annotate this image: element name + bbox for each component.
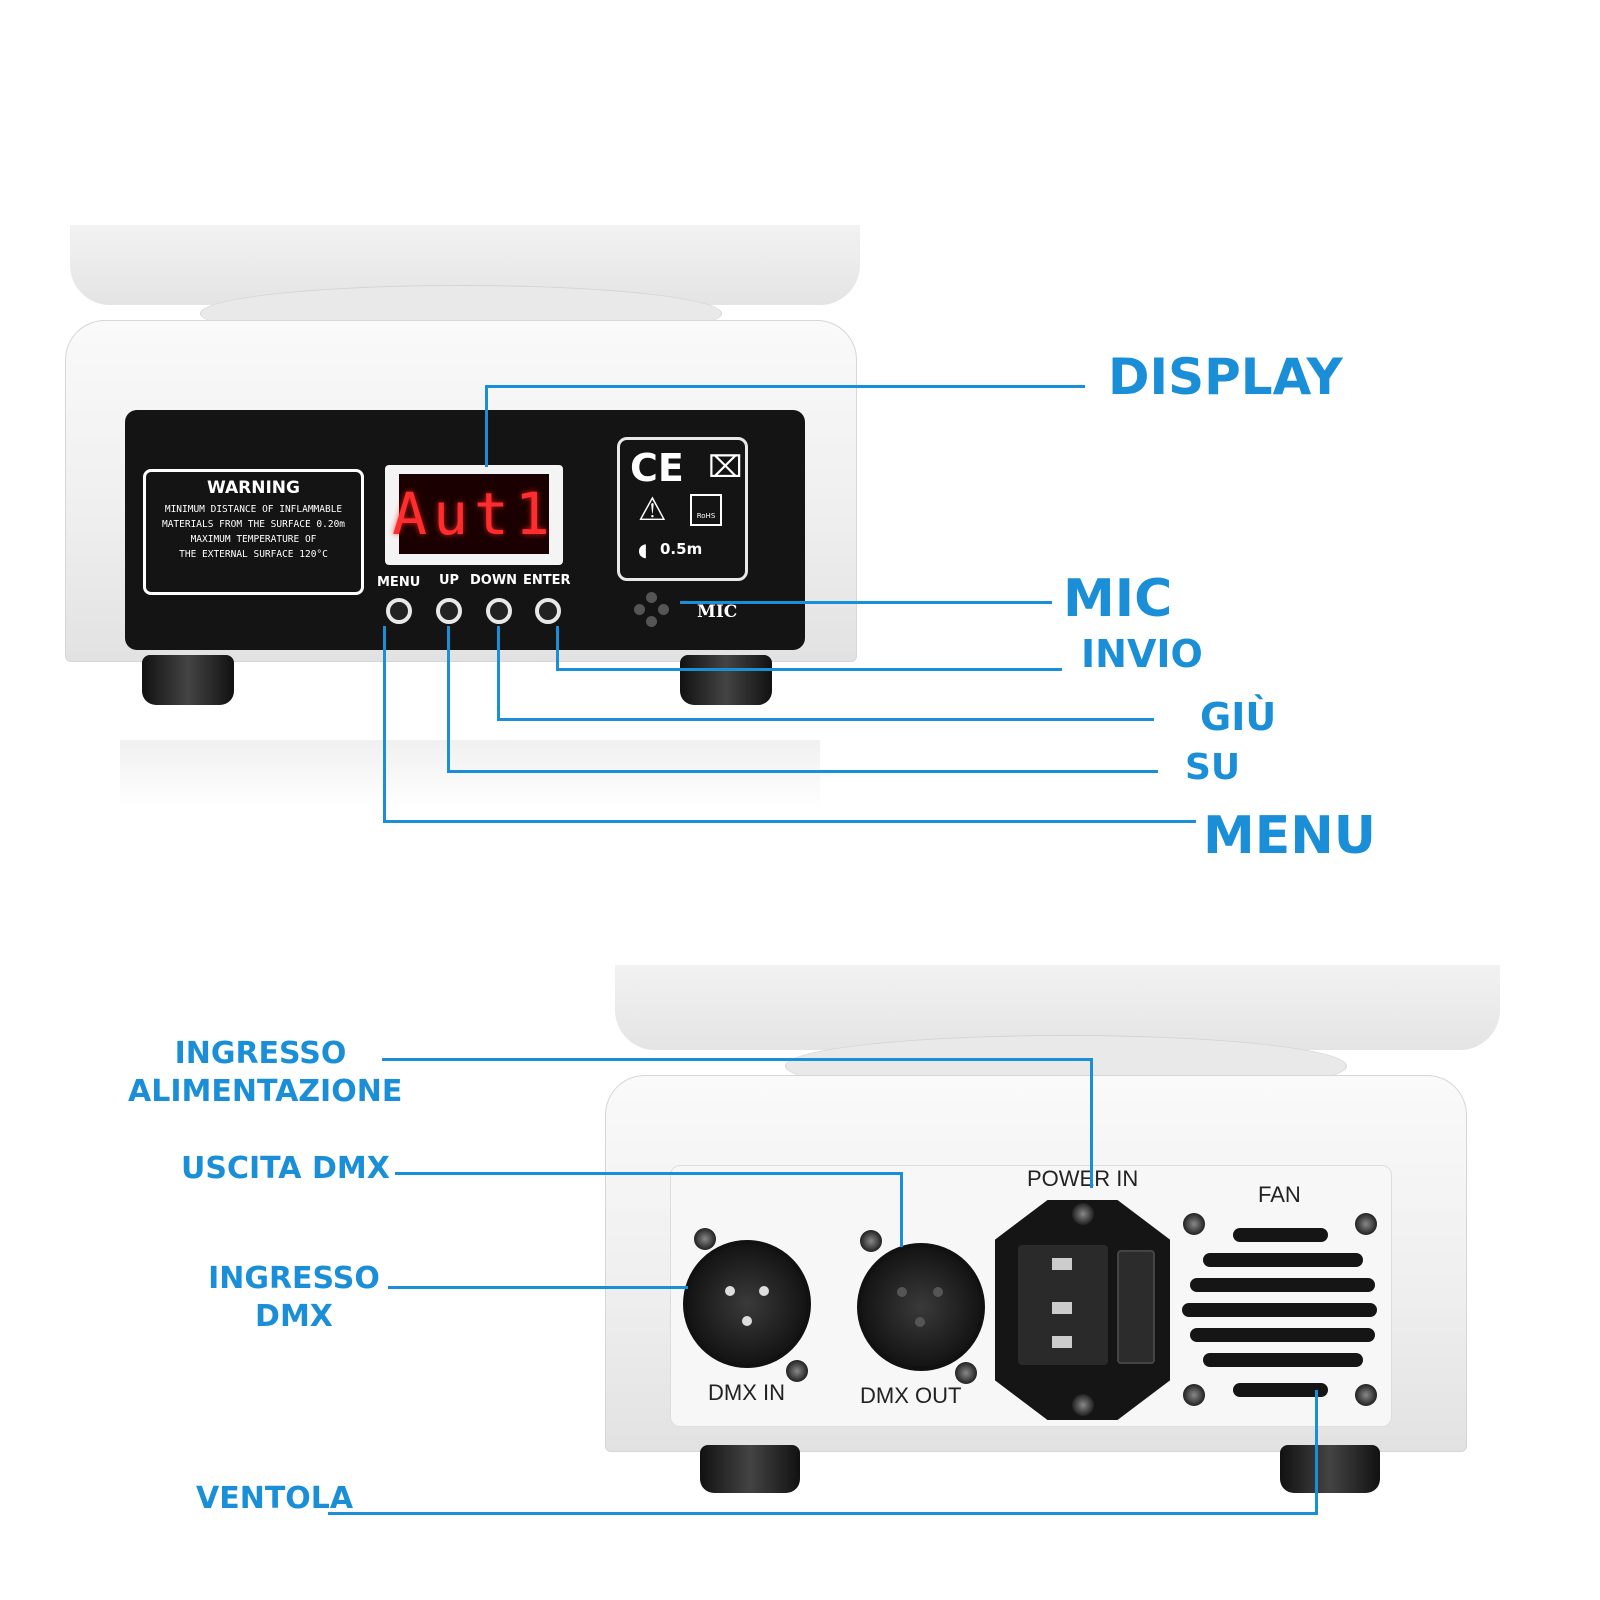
callout-ingresso-dmx-line1: INGRESSO [208,1261,380,1296]
invio-leader-h [556,668,1062,671]
callout-invio: INVIO [1081,632,1203,676]
su-leader-h [447,770,1158,773]
top-foot-right [680,655,772,705]
bottom-foot-left [700,1445,800,1493]
screw [1355,1384,1377,1406]
screw [860,1230,882,1252]
ventola-leader-h [328,1512,1318,1515]
bottom-foot-right [1280,1445,1380,1493]
callout-ingresso-dmx: INGRESSO DMX [208,1260,380,1335]
display-screen: Aut1 [392,474,550,554]
connector-pin [725,1286,735,1296]
warning-line-3: MAXIMUM TEMPERATURE OF [190,534,317,545]
dmx-in-label: DMX IN [708,1380,785,1405]
power-pin [1052,1336,1072,1348]
display-leader-h [485,385,1085,388]
top-reflection [120,740,820,810]
rohs-label: RoHS [696,512,716,520]
callout-ingresso-alimentazione: INGRESSO ALIMENTAZIONE [128,1035,403,1110]
callout-ingresso-alimentazione-line1: INGRESSO [174,1036,347,1071]
up-button[interactable] [436,598,462,624]
mic-hole [658,604,669,615]
mic-label: MIC [697,602,738,622]
connector-pin [897,1287,907,1297]
mic-hole [646,592,657,603]
warning-line-1: MINIMUM DISTANCE OF INFLAMMABLE [164,504,343,515]
power-pin [1052,1258,1072,1270]
display-leader-v [485,385,488,467]
fuse-holder [1117,1250,1155,1364]
ingresso-dmx-leader-h [388,1286,688,1289]
menu-leader-h [383,820,1196,823]
button-label-enter: ENTER [523,573,571,588]
uscita-dmx-leader-v [900,1172,903,1247]
distance-label: 0.5m [660,540,703,558]
screw [786,1360,808,1382]
warning-triangle-icon: ⚠ [638,490,667,528]
fan-slot [1203,1353,1363,1367]
callout-display: DISPLAY [1108,348,1343,406]
callout-mic: MIC [1063,569,1173,629]
callout-su: SU [1185,747,1241,788]
wee-bin-icon: ⌧ [708,450,743,485]
power-pin [1052,1302,1072,1314]
mic-leader [680,601,1052,604]
dmx-in-connector[interactable] [683,1240,811,1368]
enter-button[interactable] [535,598,561,624]
callout-ingresso-alimentazione-line2: ALIMENTAZIONE [128,1073,403,1109]
screw [694,1228,716,1250]
callout-uscita-dmx: USCITA DMX [181,1151,390,1186]
fan-label: FAN [1258,1182,1301,1207]
down-button[interactable] [486,598,512,624]
callout-ventola: VENTOLA [196,1481,354,1516]
connector-pin [742,1316,752,1326]
warning-label: WARNING MINIMUM DISTANCE OF INFLAMMABLE … [143,469,364,595]
menu-button[interactable] [386,598,412,624]
warning-line-2: MATERIALS FROM THE SURFACE 0.20m [161,519,346,530]
mic-hole [634,604,645,615]
certification-box: CE ⌧ ⚠ RoHS ◖ 0.5m [617,437,748,581]
callout-ingresso-dmx-line2: DMX [255,1298,333,1334]
button-label-menu: MENU [377,575,421,590]
screw [1183,1384,1205,1406]
power-in-leader-h [382,1058,1092,1061]
callout-giu: GIÙ [1200,695,1277,739]
screw [1072,1203,1094,1225]
button-label-down: DOWN [470,573,518,588]
fan-slot [1190,1278,1375,1292]
button-label-up: UP [439,573,460,588]
screw [1183,1213,1205,1235]
connector-pin [933,1287,943,1297]
dmx-out-connector[interactable] [857,1243,985,1371]
connector-pin [759,1286,769,1296]
distance-icon: ◖ [638,540,648,561]
connector-pin [915,1317,925,1327]
fan-slot [1233,1228,1328,1242]
invio-leader-v [556,626,559,670]
top-foot-left [142,655,234,705]
screw [1355,1213,1377,1235]
giu-leader-v [497,626,500,720]
warning-line-4: THE EXTERNAL SURFACE 120°C [179,549,328,560]
fan-slot [1190,1328,1375,1342]
power-in-leader-v [1090,1058,1093,1188]
dmx-out-label: DMX OUT [860,1383,962,1408]
rohs-box: RoHS [690,494,722,526]
power-in-label: POWER IN [1027,1166,1139,1191]
callout-menu: MENU [1203,806,1377,866]
fan-slot [1203,1253,1363,1267]
screw [1072,1394,1094,1416]
screw [955,1362,977,1384]
su-leader-v [447,626,450,772]
ce-mark: CE [630,446,684,490]
mic-hole [646,616,657,627]
giu-leader-h [497,718,1154,721]
uscita-dmx-leader-h [395,1172,902,1175]
fan-slot [1182,1303,1377,1317]
fan-slot [1233,1383,1328,1397]
warning-title: WARNING [207,478,300,498]
ventola-leader-v [1315,1390,1318,1515]
menu-leader-v [383,626,386,823]
